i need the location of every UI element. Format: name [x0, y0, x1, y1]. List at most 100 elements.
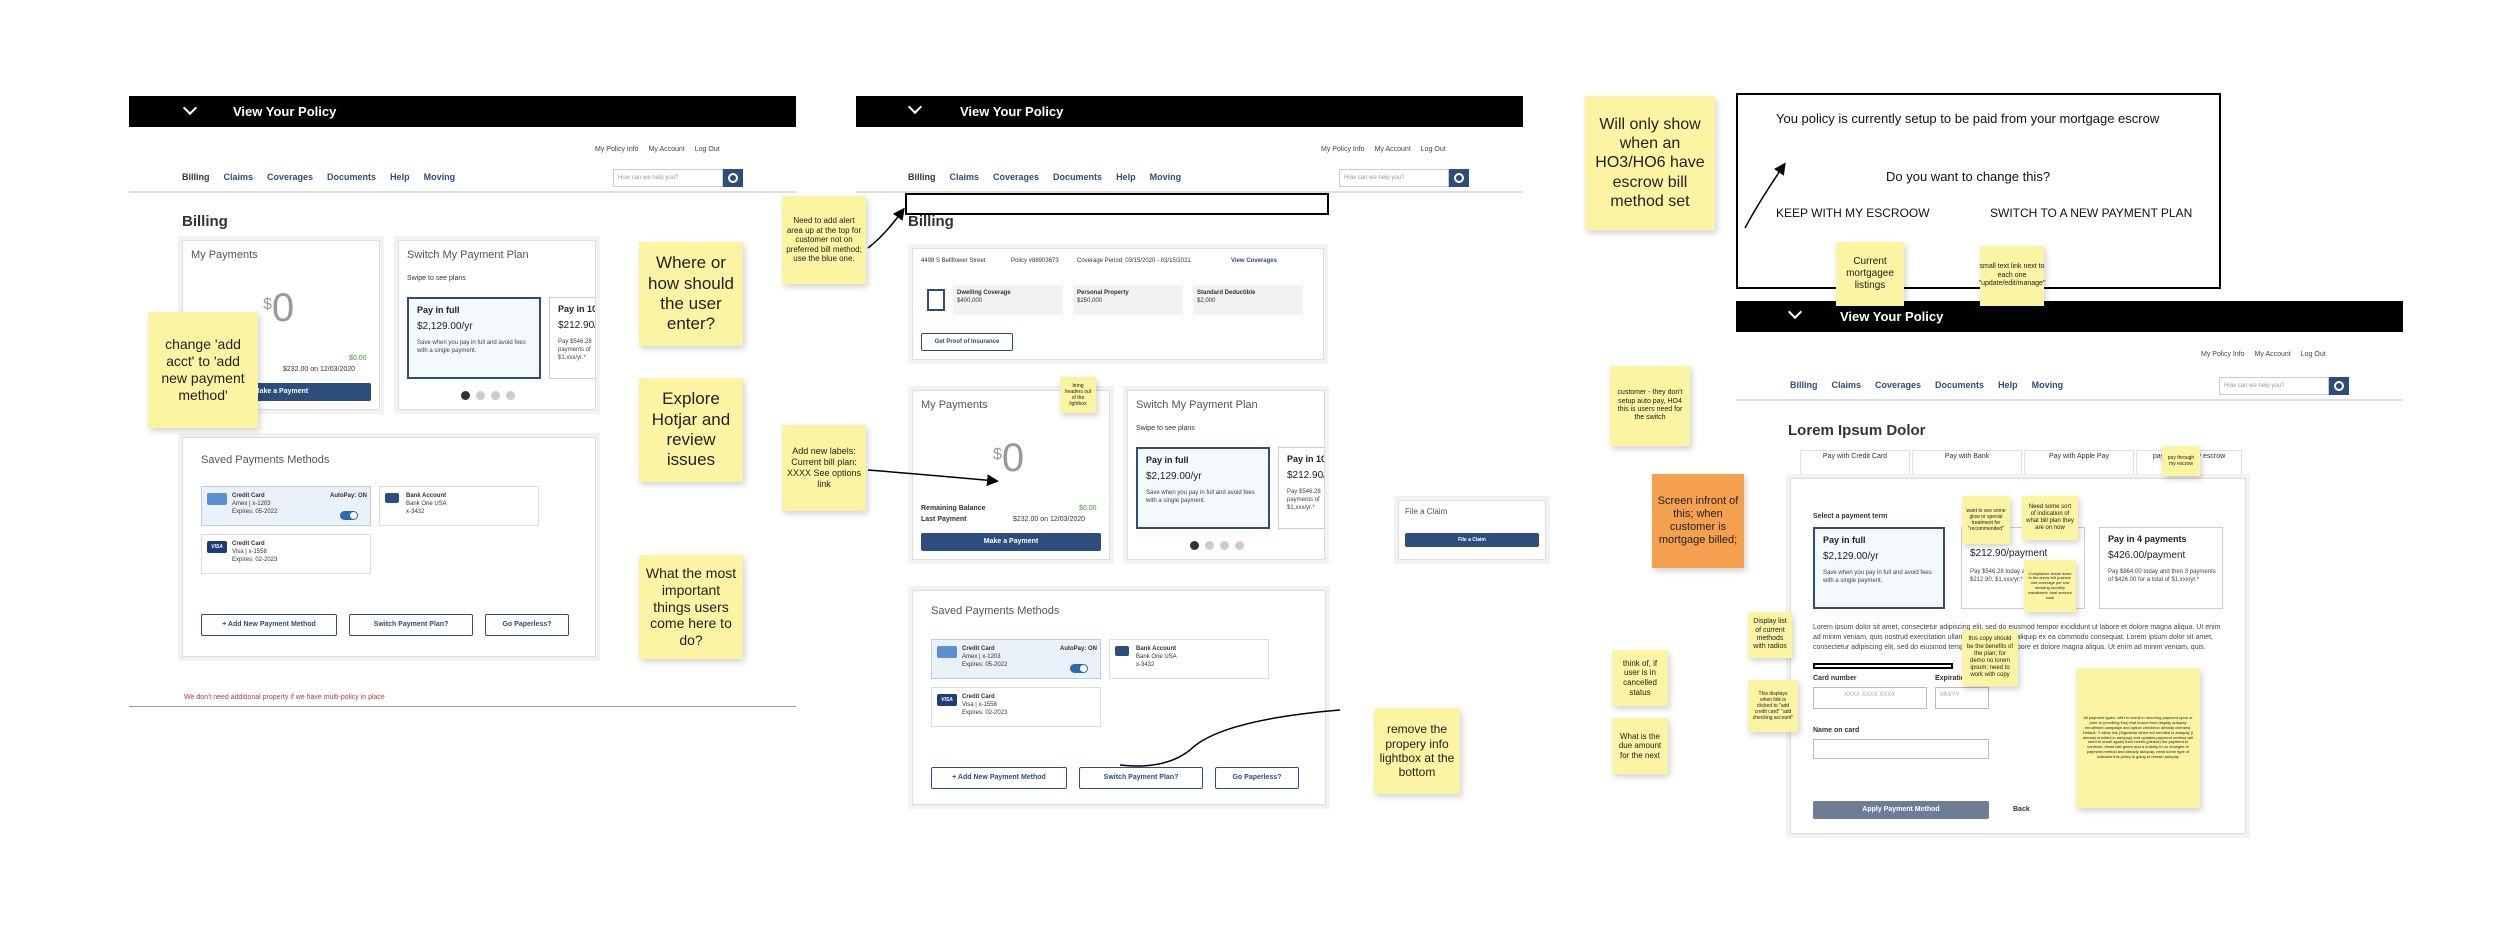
tab-apple-pay[interactable]: Pay with Apple Pay [2024, 450, 2134, 476]
my-payments-title: My Payments [191, 249, 258, 261]
back-link[interactable]: Back [2013, 806, 2030, 813]
carousel-dots[interactable] [461, 391, 515, 400]
name-on-card-label: Name on card [1813, 727, 1860, 734]
expiration-input[interactable]: MM/YY [1935, 687, 1989, 709]
chevron-down-icon [1787, 304, 1803, 320]
sticky-note: Current mortgagee listings [1836, 242, 1904, 306]
top-link-policy-info[interactable]: My Policy Info [1321, 146, 1365, 153]
coverage-period: Coverage Period: 03/15/2020 - 03/15/2021 [1077, 258, 1191, 264]
search-button[interactable] [2329, 377, 2349, 395]
apply-payment-method-button[interactable]: Apply Payment Method [1813, 801, 1989, 819]
add-payment-method-button[interactable]: + Add New Payment Method [201, 614, 337, 636]
plan-card-10[interactable]: Pay in 10 $212.90/ Pay $546.28 payments … [549, 297, 595, 379]
top-link-account[interactable]: My Account [2254, 351, 2291, 358]
name-on-card-input[interactable] [1813, 739, 1989, 759]
standard-deductible: Standard Deductible$2,000 [1193, 285, 1303, 315]
plan-card-full[interactable]: Pay in full $2,129.00/yr Save when you p… [407, 297, 541, 379]
go-paperless-button[interactable]: Go Paperless? [485, 614, 569, 636]
sticky-note: Display list of current methods with rad… [1748, 612, 1792, 658]
escrow-modal: You policy is currently setup to be paid… [1736, 93, 2221, 289]
nav-moving[interactable]: Moving [1149, 172, 1182, 182]
tab-bank[interactable]: Pay with Bank [1912, 450, 2022, 476]
term-card-full[interactable]: Pay in full $2,129.00/yr Save when you p… [1813, 527, 1945, 609]
saved-methods-title: Saved Payments Methods [931, 605, 1060, 617]
page-title: Billing [908, 213, 954, 230]
card-number-input[interactable]: XXXX XXXX XXXX [1813, 687, 1927, 709]
keep-escrow-button[interactable]: KEEP WITH MY ESCROOW [1776, 206, 1930, 220]
proof-of-insurance-button[interactable]: Get Proof of Insurance [921, 333, 1013, 351]
nav-divider [129, 191, 796, 193]
nav-documents[interactable]: Documents [1053, 172, 1103, 182]
autopay-toggle[interactable] [1070, 664, 1088, 673]
top-link-account[interactable]: My Account [648, 146, 685, 153]
view-policy-header[interactable]: View Your Policy [1736, 301, 2403, 332]
nav-coverages[interactable]: Coverages [1875, 380, 1922, 390]
search-input[interactable]: How can we help you? [2219, 377, 2329, 395]
search-input[interactable]: How can we help you? [613, 169, 723, 187]
switch-payment-plan-button[interactable]: Switch Payment Plan? [349, 614, 473, 636]
main-nav: Billing Claims Coverages Documents Help … [1790, 380, 2063, 390]
nav-claims[interactable]: Claims [1831, 380, 1862, 390]
search-button[interactable] [723, 169, 743, 187]
term-full-title: Pay in full [1823, 535, 1866, 545]
sticky-note: think of, if user is in cancelled status [1612, 650, 1668, 706]
nav-documents[interactable]: Documents [327, 172, 377, 182]
term-card-4[interactable]: Pay in 4 payments $426.00/payment Pay $8… [2099, 527, 2223, 609]
plan-card-full[interactable]: Pay in full $2,129.00/yr Save when you p… [1136, 447, 1270, 529]
nav-help[interactable]: Help [390, 172, 410, 182]
nav-moving[interactable]: Moving [423, 172, 456, 182]
view-policy-header[interactable]: View Your Policy [129, 96, 796, 127]
nav-billing[interactable]: Billing [1790, 380, 1818, 390]
view-coverages-link[interactable]: View Coverages [1231, 258, 1277, 264]
nav-help[interactable]: Help [1998, 380, 2018, 390]
nav-documents[interactable]: Documents [1935, 380, 1985, 390]
view-policy-header[interactable]: View Your Policy [856, 96, 1523, 127]
nav-divider [1736, 399, 2403, 401]
switch-plan-panel: Switch My Payment Plan Swipe to see plan… [1127, 390, 1325, 560]
top-link-policy-info[interactable]: My Policy Info [2201, 351, 2245, 358]
top-links: My Policy Info My Account Log Out [595, 146, 720, 153]
carousel-dots[interactable] [1190, 541, 1244, 550]
payment-form-panel: Select a payment term Pay in full $2,129… [1790, 478, 2246, 834]
sticky-note: remove the propery info lightbox at the … [1374, 708, 1460, 794]
visa-card-icon: VISA [207, 541, 227, 553]
chevron-down-icon [907, 99, 923, 115]
autopay-toggle[interactable] [340, 511, 358, 520]
top-link-logout[interactable]: Log Out [694, 146, 720, 153]
nav-claims[interactable]: Claims [949, 172, 980, 182]
nav-coverages[interactable]: Coverages [267, 172, 314, 182]
nav-coverages[interactable]: Coverages [993, 172, 1040, 182]
tab-credit-card[interactable]: Pay with Credit Card [1800, 450, 1910, 476]
switch-plan-button[interactable]: SWITCH TO A NEW PAYMENT PLAN [1990, 206, 2193, 220]
swipe-hint: Swipe to see plans [1136, 425, 1195, 432]
switch-plan-title: Switch My Payment Plan [407, 249, 529, 261]
switch-payment-plan-button[interactable]: Switch Payment Plan? [1079, 767, 1203, 789]
nav-help[interactable]: Help [1116, 172, 1136, 182]
file-claim-button[interactable]: File a Claim [1405, 533, 1539, 547]
nav-billing[interactable]: Billing [908, 172, 936, 182]
search-button[interactable] [1449, 169, 1469, 187]
top-link-logout[interactable]: Log Out [2300, 351, 2326, 358]
sticky-note: What the most important things users com… [639, 555, 743, 659]
top-link-policy-info[interactable]: My Policy Info [595, 146, 639, 153]
nav-claims[interactable]: Claims [223, 172, 254, 182]
search-input[interactable]: How can we help you? [1339, 169, 1449, 187]
top-link-logout[interactable]: Log Out [1420, 146, 1446, 153]
amex-card-icon [937, 646, 957, 658]
go-paperless-button[interactable]: Go Paperless? [1215, 767, 1299, 789]
sticky-note: All payment types: offer to enroll in re… [2076, 668, 2200, 808]
make-payment-button[interactable]: Make a Payment [921, 533, 1101, 551]
term-full-desc: Save when you pay in full and avoid fees… [1823, 570, 1932, 584]
top-link-account[interactable]: My Account [1374, 146, 1411, 153]
nav-moving[interactable]: Moving [2031, 380, 2064, 390]
plan-card-10[interactable]: Pay in 10 $212.90/ Pay $546.28 payments … [1278, 447, 1324, 529]
arrow-alert [867, 207, 905, 249]
add-payment-method-button[interactable]: + Add New Payment Method [931, 767, 1067, 789]
nav-billing[interactable]: Billing [182, 172, 210, 182]
